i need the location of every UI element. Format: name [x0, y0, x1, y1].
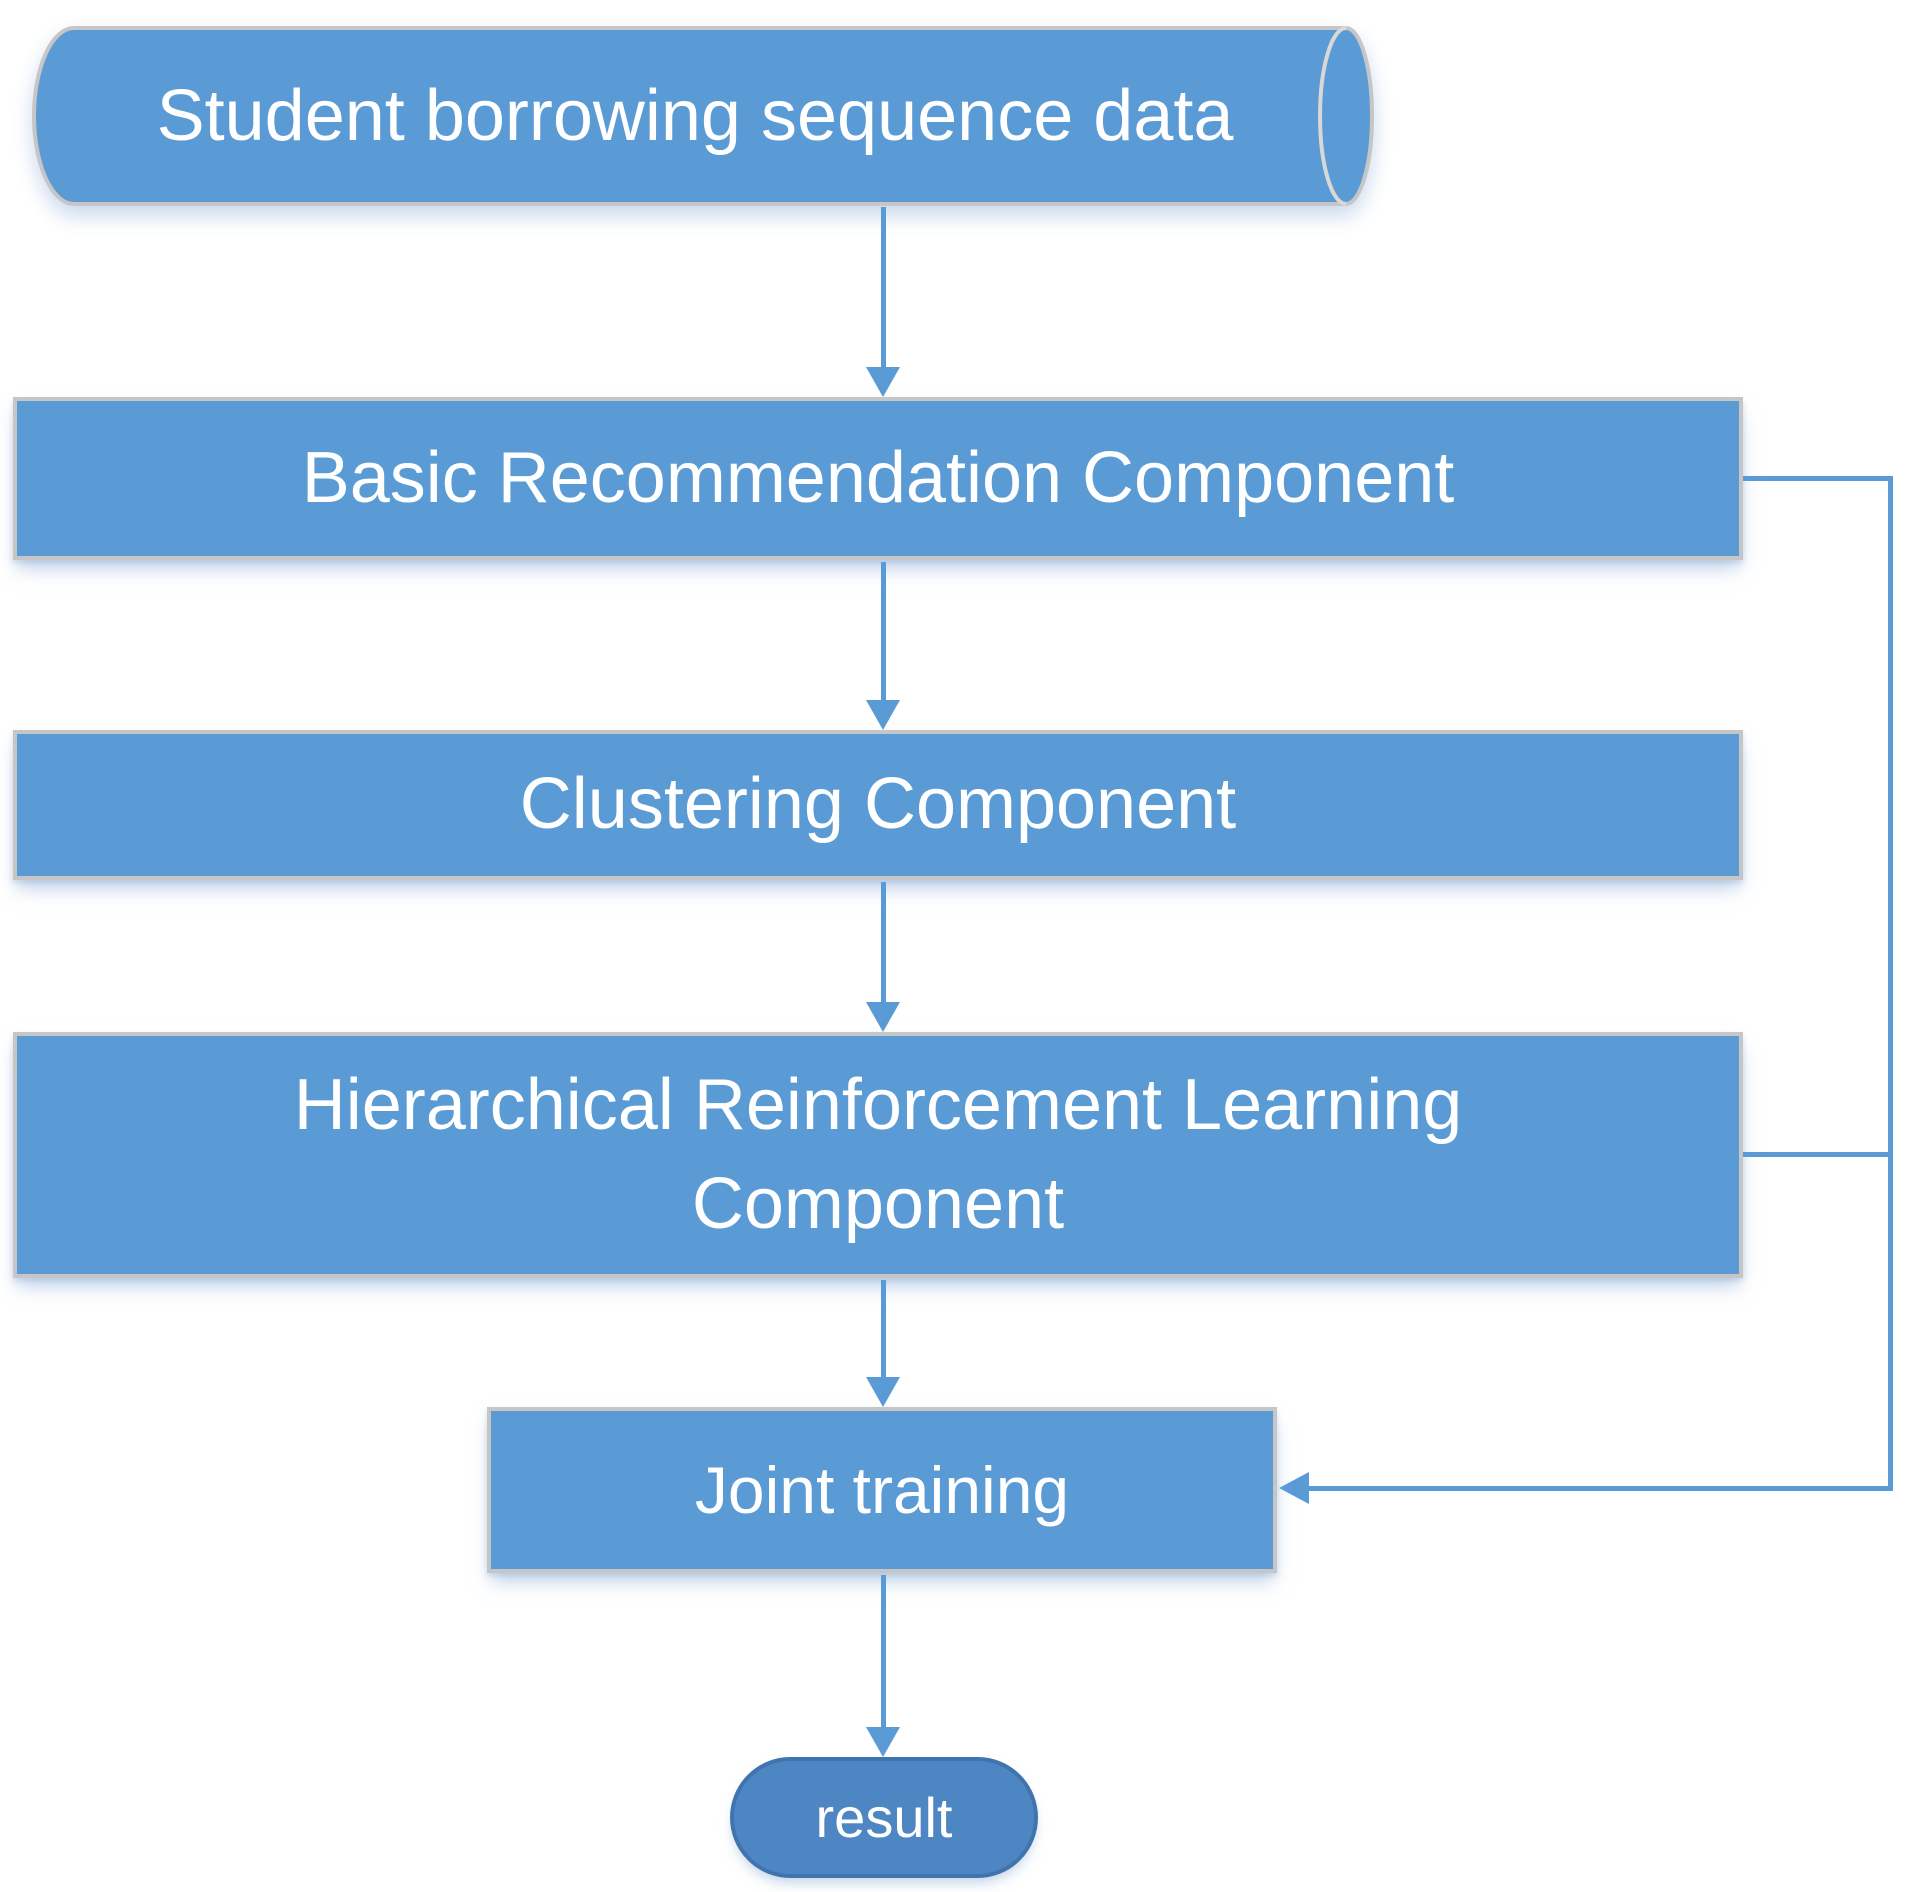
- node-result: result: [730, 1757, 1038, 1878]
- cylinder-svg: [32, 26, 1374, 206]
- node-student-borrowing-data: Student borrowing sequence data: [30, 25, 1360, 207]
- node-joint-training: Joint training: [487, 1407, 1277, 1573]
- node-label: Clustering Component: [519, 764, 1237, 845]
- connector-hrl-right-horizontal: [1743, 1152, 1888, 1157]
- arrowhead-clustering-to-hrl: [866, 1002, 900, 1032]
- arrowhead-hrl-to-joint: [866, 1377, 900, 1407]
- arrowhead-into-joint: [1279, 1472, 1309, 1504]
- arrowhead-basic-to-clustering: [866, 700, 900, 730]
- node-label: Basic Recommendation Component: [301, 437, 1455, 518]
- arrow-clustering-to-hrl: [881, 882, 886, 1002]
- cylinder-shape: [30, 25, 1402, 207]
- connector-right-vertical: [1888, 476, 1893, 1491]
- connector-basic-right-horizontal: [1743, 476, 1893, 481]
- node-label: Student borrowing sequence data: [156, 76, 1234, 156]
- arrow-data-to-basic: [881, 207, 886, 367]
- node-basic-recommendation-component: Basic Recommendation Component: [13, 397, 1743, 560]
- node-clustering-component: Clustering Component: [13, 730, 1743, 880]
- arrow-basic-to-clustering: [881, 562, 886, 700]
- arrowhead-joint-to-result: [866, 1727, 900, 1757]
- arrow-joint-to-result: [881, 1575, 886, 1727]
- node-label: result: [815, 1786, 953, 1849]
- node-hierarchical-reinforcement-learning-component: Hierarchical Reinforcement Learning Comp…: [13, 1032, 1743, 1278]
- arrowhead-data-to-basic: [866, 367, 900, 397]
- arrow-hrl-to-joint: [881, 1280, 886, 1377]
- node-label: Hierarchical Reinforcement Learning Comp…: [293, 1064, 1463, 1244]
- connector-into-joint-horizontal: [1307, 1486, 1893, 1491]
- node-label: Joint training: [694, 1453, 1070, 1527]
